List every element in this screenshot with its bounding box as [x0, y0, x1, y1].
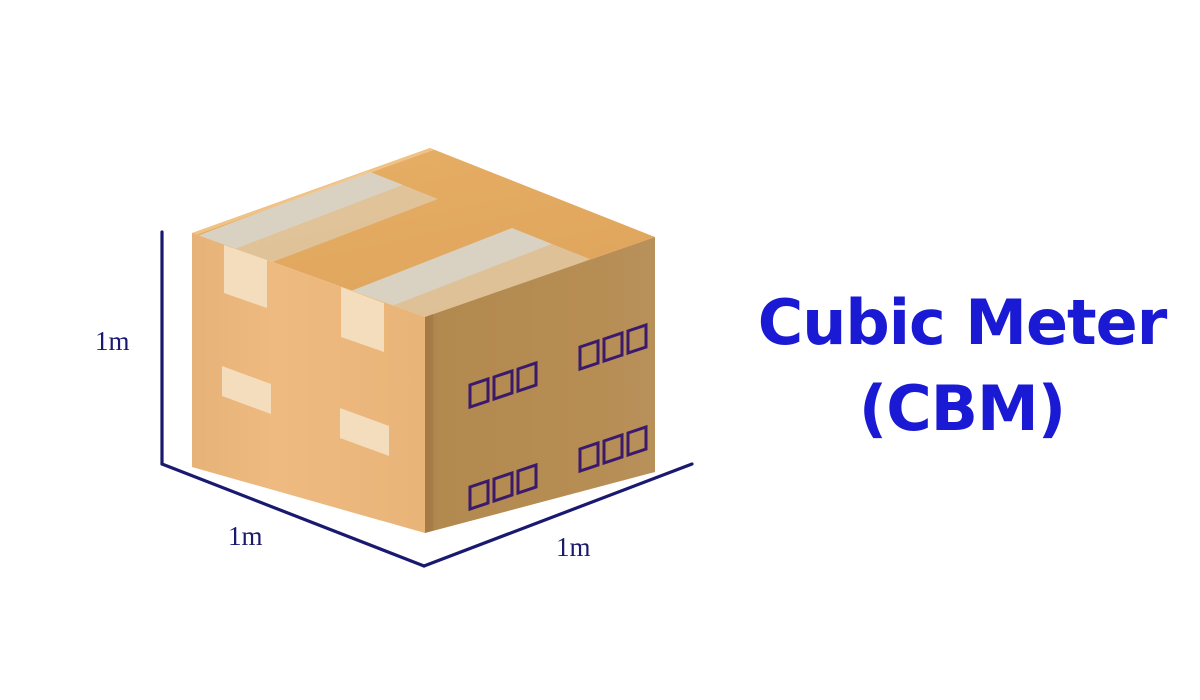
- side-patch: [222, 366, 271, 414]
- title-line-2: (CBM): [859, 372, 1065, 445]
- tape-stripe: [330, 244, 590, 317]
- width-dimension-label: 1m: [556, 532, 591, 562]
- depth-dimension-label: 1m: [228, 521, 263, 551]
- title-line-1: Cubic Meter: [758, 286, 1168, 359]
- square-mark: [626, 322, 648, 356]
- side-patch: [341, 287, 384, 352]
- side-patch: [224, 245, 267, 308]
- square-mark: [468, 478, 490, 512]
- box-left-patches: [222, 245, 389, 456]
- top-edge-highlight: [192, 148, 434, 235]
- square-mark: [516, 360, 538, 394]
- square-mark: [626, 424, 648, 458]
- front-corner-shade: [425, 314, 433, 533]
- box-right-marks: [468, 322, 648, 512]
- cardboard-box: [192, 148, 655, 533]
- square-mark: [578, 338, 600, 372]
- box-right-face: [425, 237, 655, 533]
- square-mark: [468, 376, 490, 410]
- mark-group: [578, 322, 648, 372]
- square-mark: [602, 330, 624, 364]
- dimension-lines: [160, 230, 694, 568]
- height-dimension-label: 1m: [95, 326, 130, 356]
- depth-dimension-line: [160, 462, 426, 568]
- square-mark: [492, 368, 514, 402]
- mark-group: [468, 360, 538, 410]
- box-left-face: [192, 233, 425, 533]
- width-dimension-line: [422, 462, 694, 568]
- mark-group: [468, 462, 538, 512]
- square-mark: [492, 470, 514, 504]
- square-mark: [516, 462, 538, 496]
- side-patch: [340, 408, 389, 456]
- square-mark: [602, 432, 624, 466]
- square-mark: [578, 440, 600, 474]
- mark-group: [578, 424, 648, 474]
